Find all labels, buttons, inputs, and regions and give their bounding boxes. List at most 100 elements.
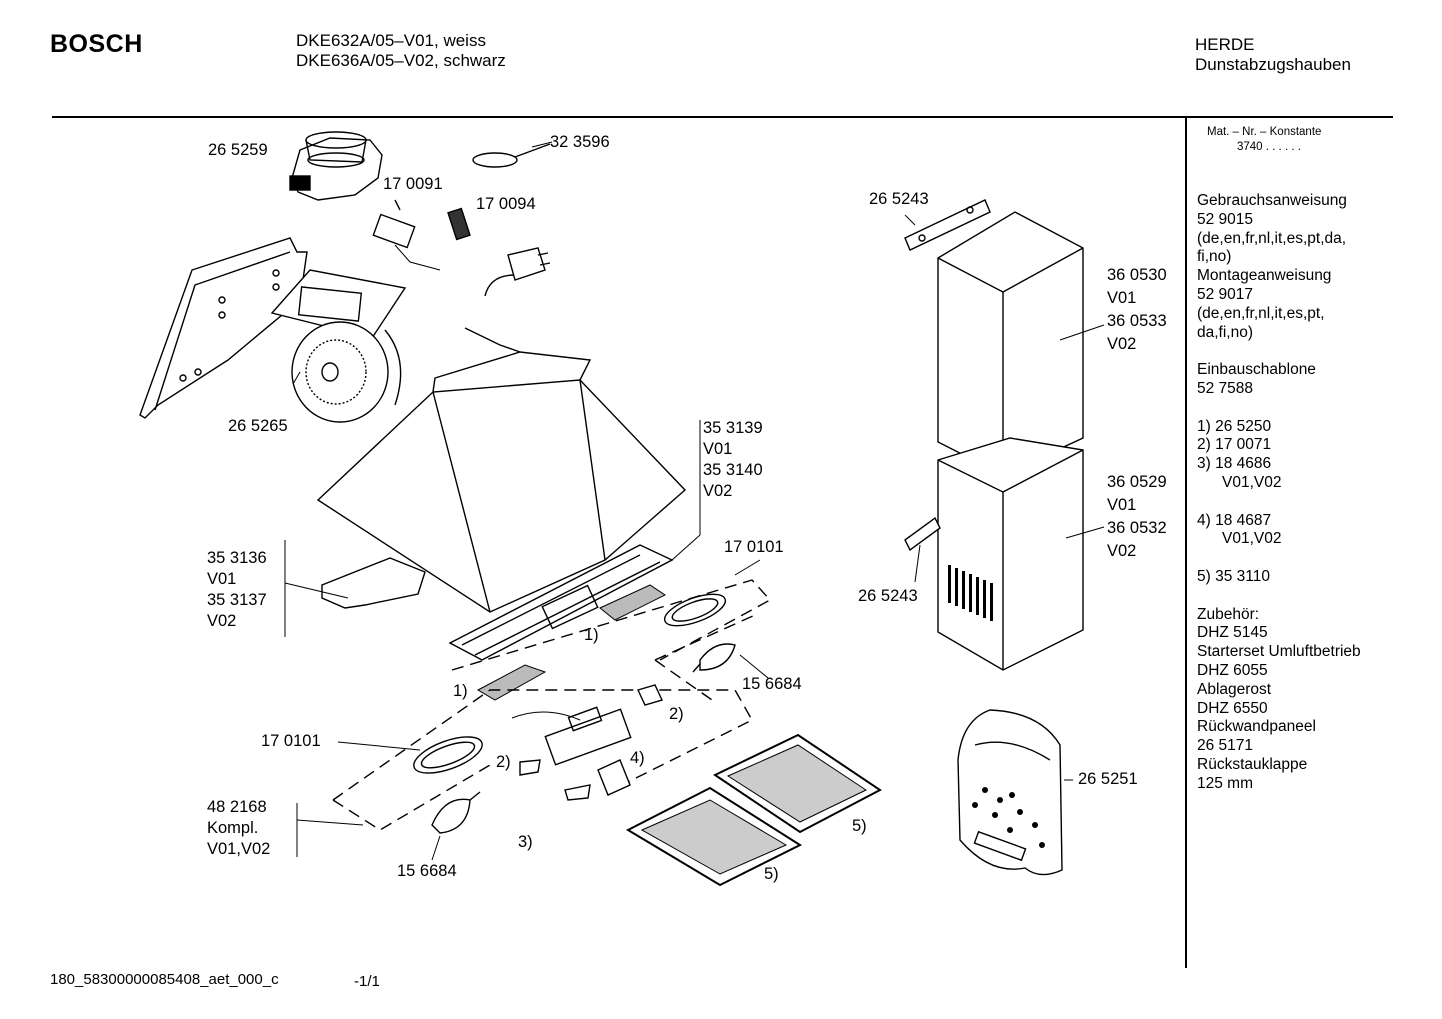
label-exhaust-adapter: 26 5259 — [208, 141, 268, 159]
label-accessory-bag: 26 5251 — [1078, 770, 1138, 788]
label-line: 35 3140 — [703, 461, 763, 479]
label-line: 36 0533 — [1107, 312, 1167, 330]
label-line: 35 3137 — [207, 591, 267, 609]
label-clamp: 17 0094 — [476, 195, 536, 213]
mounting-plate-part — [139, 237, 308, 419]
label-bulb-left: 15 6684 — [397, 862, 457, 880]
label-line: V02 — [1107, 335, 1137, 353]
doc-line: Einbauschablone — [1197, 361, 1316, 379]
leader-lines — [284, 141, 1105, 861]
lamp-cover-part-left — [413, 736, 483, 774]
label-capacitor: 17 0091 — [383, 175, 443, 193]
label-line: 48 2168 — [207, 798, 267, 816]
label-bracket-bottom: 26 5243 — [858, 587, 918, 605]
doc-line: (de,en,fr,nl,it,es,pt,da, — [1197, 229, 1347, 247]
lamp-kit-outline-right — [451, 579, 772, 701]
label-line: V01 — [703, 440, 733, 458]
label-cable-tie: 32 3596 — [550, 133, 610, 151]
numbered-line: 4) 18 4687 — [1197, 511, 1272, 529]
lamp-kit-outline-left — [332, 689, 753, 831]
label-filter-frame: 35 3139 V01 35 3140 V02 — [703, 418, 763, 502]
exhaust-adapter-part — [289, 131, 383, 201]
numbered-line: V01,V02 — [1222, 530, 1282, 548]
accessory-line: 125 mm — [1197, 774, 1253, 792]
charcoal-filter-part-1 — [712, 733, 882, 834]
model-line-2: DKE636A/05–V02, schwarz — [296, 51, 506, 70]
category: HERDE Dunstabzugshauben — [1195, 35, 1351, 75]
label-line: 35 3139 — [703, 419, 763, 437]
doc-line: fi,no) — [1197, 248, 1232, 266]
label-bracket-top: 26 5243 — [869, 190, 929, 208]
accessory-line: Ablagerost — [1197, 680, 1272, 698]
label-line: V02 — [1107, 542, 1137, 560]
callout-1-upper: 1) — [584, 626, 599, 644]
label-line: 36 0532 — [1107, 519, 1167, 537]
switch-assembly-part — [511, 684, 663, 801]
callout-2-right: 2) — [669, 705, 684, 723]
label-line: V01 — [1107, 289, 1137, 307]
doc-line: 52 9017 — [1197, 285, 1254, 303]
label-line: Kompl. — [207, 819, 259, 837]
callout-3: 3) — [518, 833, 533, 851]
doc-line: 52 7588 — [1197, 379, 1254, 397]
accessory-line: Zubehör: — [1197, 605, 1260, 623]
grease-filter-part — [476, 584, 666, 701]
charcoal-filter-part-2 — [625, 786, 803, 887]
label-blower: 26 5265 — [228, 417, 288, 435]
numbered-line: 3) 18 4686 — [1197, 455, 1272, 473]
power-plug-part — [484, 247, 551, 297]
cable-tie-part — [472, 143, 551, 168]
accessory-line: Rückstauklappe — [1197, 755, 1308, 773]
label-lamp-cover-left: 17 0101 — [261, 732, 321, 750]
doc-line: da,fi,no) — [1197, 323, 1254, 341]
doc-line: 52 9015 — [1197, 210, 1254, 228]
footer-code: 180_58300000085408_aet_000_c — [50, 971, 279, 988]
accessory-line: DHZ 6055 — [1197, 661, 1268, 679]
footer-page: -1/1 — [354, 973, 380, 990]
accessory-line: Rückwandpaneel — [1197, 718, 1316, 736]
accessory-line: 26 5171 — [1197, 737, 1254, 755]
label-bulb-right: 15 6684 — [742, 675, 802, 693]
callout-1-lower: 1) — [453, 682, 468, 700]
chimney-bracket-top-part — [904, 199, 991, 251]
bulb-part-left — [431, 791, 481, 834]
label-line: V01,V02 — [207, 840, 271, 858]
blower-fan-part — [270, 269, 407, 423]
doc-line: Gebrauchsanweisung — [1197, 192, 1347, 209]
label-chimney-lower: 36 0529 V01 36 0532 V02 — [1107, 471, 1167, 563]
chimney-lower-part — [937, 437, 1084, 671]
label-line: V02 — [703, 482, 733, 500]
label-trim-strip: 35 3136 V01 35 3137 V02 — [207, 548, 267, 632]
bulb-part-right — [692, 643, 736, 673]
doc-line: Montageanweisung — [1197, 267, 1332, 285]
accessory-bag-part — [957, 709, 1063, 876]
accessory-line: DHZ 5145 — [1197, 624, 1268, 642]
clamp-part — [447, 207, 471, 241]
lamp-cover-part-right — [663, 593, 727, 627]
chimney-bracket-bottom-part — [904, 516, 941, 552]
callout-2-left: 2) — [496, 753, 511, 771]
label-line: V01 — [207, 570, 237, 588]
mat-nr-value: 3740 . . . . . . — [1237, 141, 1301, 153]
numbered-line: 5) 35 3110 — [1197, 567, 1270, 585]
label-lamp-kit: 48 2168 Kompl. V01,V02 — [207, 797, 270, 860]
label-line: V02 — [207, 612, 237, 630]
label-line: 36 0529 — [1107, 473, 1167, 491]
label-line: 36 0530 — [1107, 266, 1167, 284]
chimney-upper-part — [937, 211, 1084, 476]
label-lamp-cover-right: 17 0101 — [724, 538, 784, 556]
model-list: DKE632A/05–V01, weiss DKE636A/05–V02, sc… — [296, 31, 506, 71]
callout-5-bottom: 5) — [764, 865, 779, 883]
brand-logo: BOSCH — [50, 30, 143, 58]
mat-nr-label: Mat. – Nr. – Konstante — [1207, 126, 1322, 138]
doc-line: (de,en,fr,nl,it,es,pt, — [1197, 304, 1325, 322]
accessory-line: Starterset Umluftbetrieb — [1197, 643, 1361, 661]
filter-frame-part — [448, 544, 674, 661]
numbered-line: V01,V02 — [1222, 473, 1282, 491]
model-line-1: DKE632A/05–V01, weiss — [296, 31, 486, 50]
sidebar-documents: Gebrauchsanweisung 52 9015 (de,en,fr,nl,… — [1197, 192, 1361, 794]
trim-strip-part — [321, 557, 426, 609]
accessory-line: DHZ 6550 — [1197, 699, 1268, 717]
capacitor-part — [372, 199, 441, 271]
